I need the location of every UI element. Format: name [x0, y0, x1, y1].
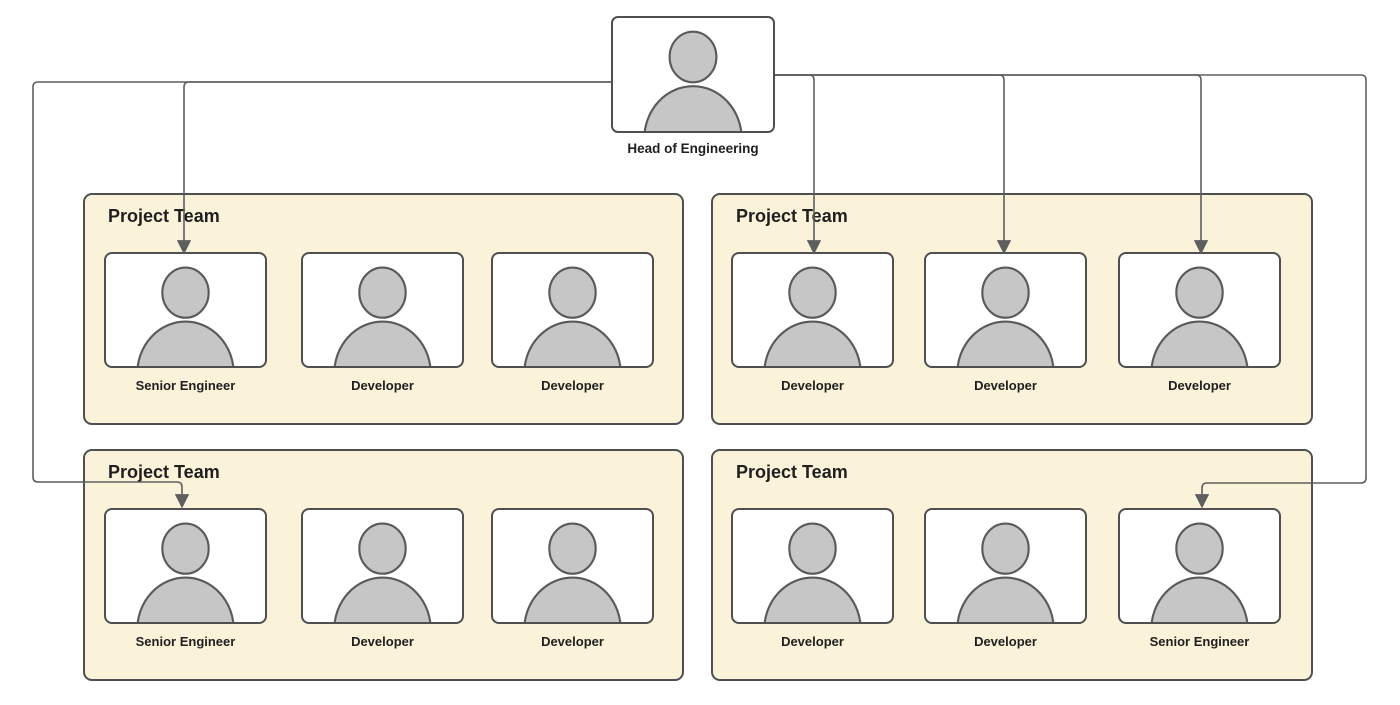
member-card [491, 508, 654, 624]
head-node [611, 16, 775, 133]
team-container-4: Project Team Developer Developer [711, 449, 1313, 681]
person-icon [523, 266, 622, 366]
team-container-3: Project Team Senior Engineer Developer [83, 449, 684, 681]
member-node: Senior Engineer [104, 508, 267, 649]
team-title: Project Team [108, 206, 220, 226]
member-node: Developer [301, 508, 464, 649]
member-card [104, 508, 267, 624]
person-icon [763, 522, 862, 622]
person-icon [956, 522, 1055, 622]
member-role-label: Developer [351, 378, 414, 393]
member-card [731, 252, 894, 368]
member-role-label: Developer [541, 634, 604, 649]
member-role-label: Senior Engineer [135, 378, 236, 393]
member-card [924, 508, 1087, 624]
member-role-label: Developer [541, 378, 604, 393]
person-icon [333, 522, 432, 622]
member-card [104, 252, 267, 368]
member-card [491, 252, 654, 368]
member-role-label: Developer [781, 634, 844, 649]
person-icon [763, 266, 862, 366]
member-node: Developer [491, 508, 654, 649]
member-role-label: Developer [1168, 378, 1231, 393]
person-icon [1150, 266, 1249, 366]
member-node: Developer [1118, 252, 1281, 393]
member-card [1118, 252, 1281, 368]
member-role-label: Developer [974, 378, 1037, 393]
member-node: Developer [301, 252, 464, 393]
person-icon [136, 266, 235, 366]
person-icon [136, 522, 235, 622]
member-card [731, 508, 894, 624]
member-card [301, 508, 464, 624]
member-card [924, 252, 1087, 368]
member-card [301, 252, 464, 368]
member-role-label: Senior Engineer [1149, 634, 1250, 649]
member-node: Developer [731, 252, 894, 393]
member-role-label: Developer [974, 634, 1037, 649]
member-role-label: Developer [351, 634, 414, 649]
member-node: Senior Engineer [1118, 508, 1281, 649]
team-container-1: Project Team Senior Engineer Developer [83, 193, 684, 425]
member-node: Developer [491, 252, 654, 393]
member-card [1118, 508, 1281, 624]
person-icon [1150, 522, 1249, 622]
team-container-2: Project Team Developer Developer [711, 193, 1313, 425]
person-icon [643, 30, 743, 131]
member-role-label: Senior Engineer [135, 634, 236, 649]
member-role-label: Developer [781, 378, 844, 393]
member-node: Developer [924, 508, 1087, 649]
member-node: Developer [924, 252, 1087, 393]
team-title: Project Team [736, 462, 848, 482]
team-title: Project Team [108, 462, 220, 482]
person-icon [956, 266, 1055, 366]
person-icon [333, 266, 432, 366]
team-title: Project Team [736, 206, 848, 226]
member-node: Senior Engineer [104, 252, 267, 393]
head-node-label: Head of Engineering [627, 141, 759, 156]
person-icon [523, 522, 622, 622]
member-node: Developer [731, 508, 894, 649]
